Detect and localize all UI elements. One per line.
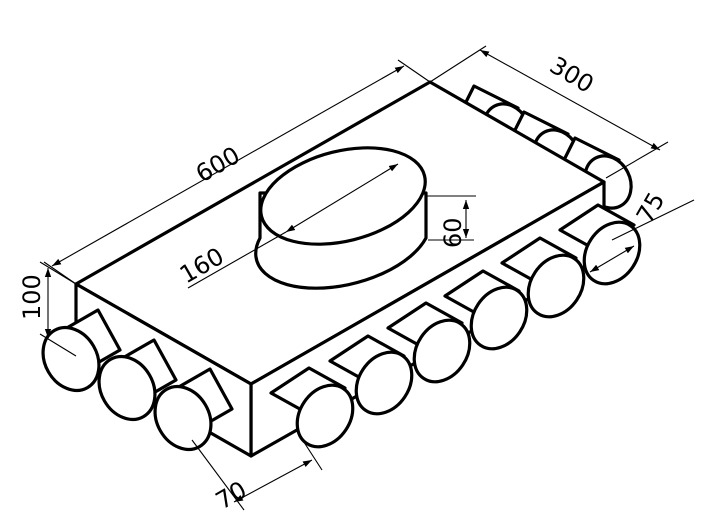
dimension-collar-height: 60 — [426, 195, 476, 248]
left-outlet — [97, 338, 178, 421]
left-outlet — [153, 367, 234, 451]
left-outlets — [41, 308, 234, 451]
dimension-height-label: 100 — [18, 274, 46, 320]
front-outlet — [386, 301, 472, 384]
dimension-collar-height-label: 60 — [439, 217, 467, 248]
dimension-height: 100 — [18, 261, 77, 357]
front-outlet — [328, 334, 414, 416]
front-outlets — [269, 203, 642, 449]
front-outlet — [500, 236, 586, 319]
front-outlet — [443, 269, 529, 351]
dimension-outlet-diameter-label: 75 — [631, 188, 671, 228]
left-outlet — [41, 308, 122, 392]
dimension-width-label: 300 — [545, 51, 599, 99]
dimension-length-label: 600 — [191, 141, 245, 188]
front-outlet — [269, 366, 355, 449]
dimension-outlet-length-label: 70 — [211, 476, 251, 516]
